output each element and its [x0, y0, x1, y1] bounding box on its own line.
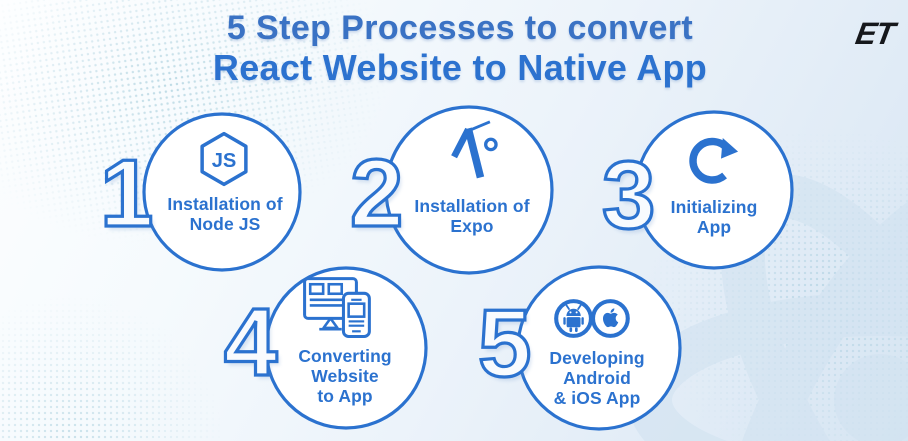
- expo-icon: [451, 120, 498, 179]
- android-apple-icon: [554, 299, 630, 338]
- apple-logo-glyph: [602, 308, 619, 328]
- step-label-5: Developing Android & iOS App: [549, 348, 645, 408]
- step-number-1: 1: [98, 140, 155, 247]
- step-number-4: 4: [222, 289, 279, 396]
- title-line-1: 5 Step Processes to convert: [226, 9, 694, 47]
- step-number-3: 3: [600, 142, 657, 249]
- nodejs-hexagon-icon: JS: [200, 131, 248, 187]
- step-label-4: Converting Website to App: [298, 346, 392, 406]
- page-title: 5 Step Processes to convert React Websit…: [0, 8, 908, 88]
- refresh-arrow-icon: [689, 137, 739, 184]
- et-brand-logo: ET: [853, 16, 898, 51]
- title-line-2: React Website to Native App: [212, 47, 708, 88]
- website-to-app-icon: [303, 277, 371, 339]
- nodejs-js-text: JS: [212, 150, 237, 172]
- step-label-3: Initializing App: [670, 197, 758, 237]
- step-label-2: Installation of Expo: [414, 196, 530, 236]
- step-number-5: 5: [476, 290, 533, 397]
- step-label-1: Installation of Node JS: [167, 194, 283, 234]
- android-robot-glyph: [563, 304, 584, 333]
- step-number-2: 2: [348, 140, 405, 247]
